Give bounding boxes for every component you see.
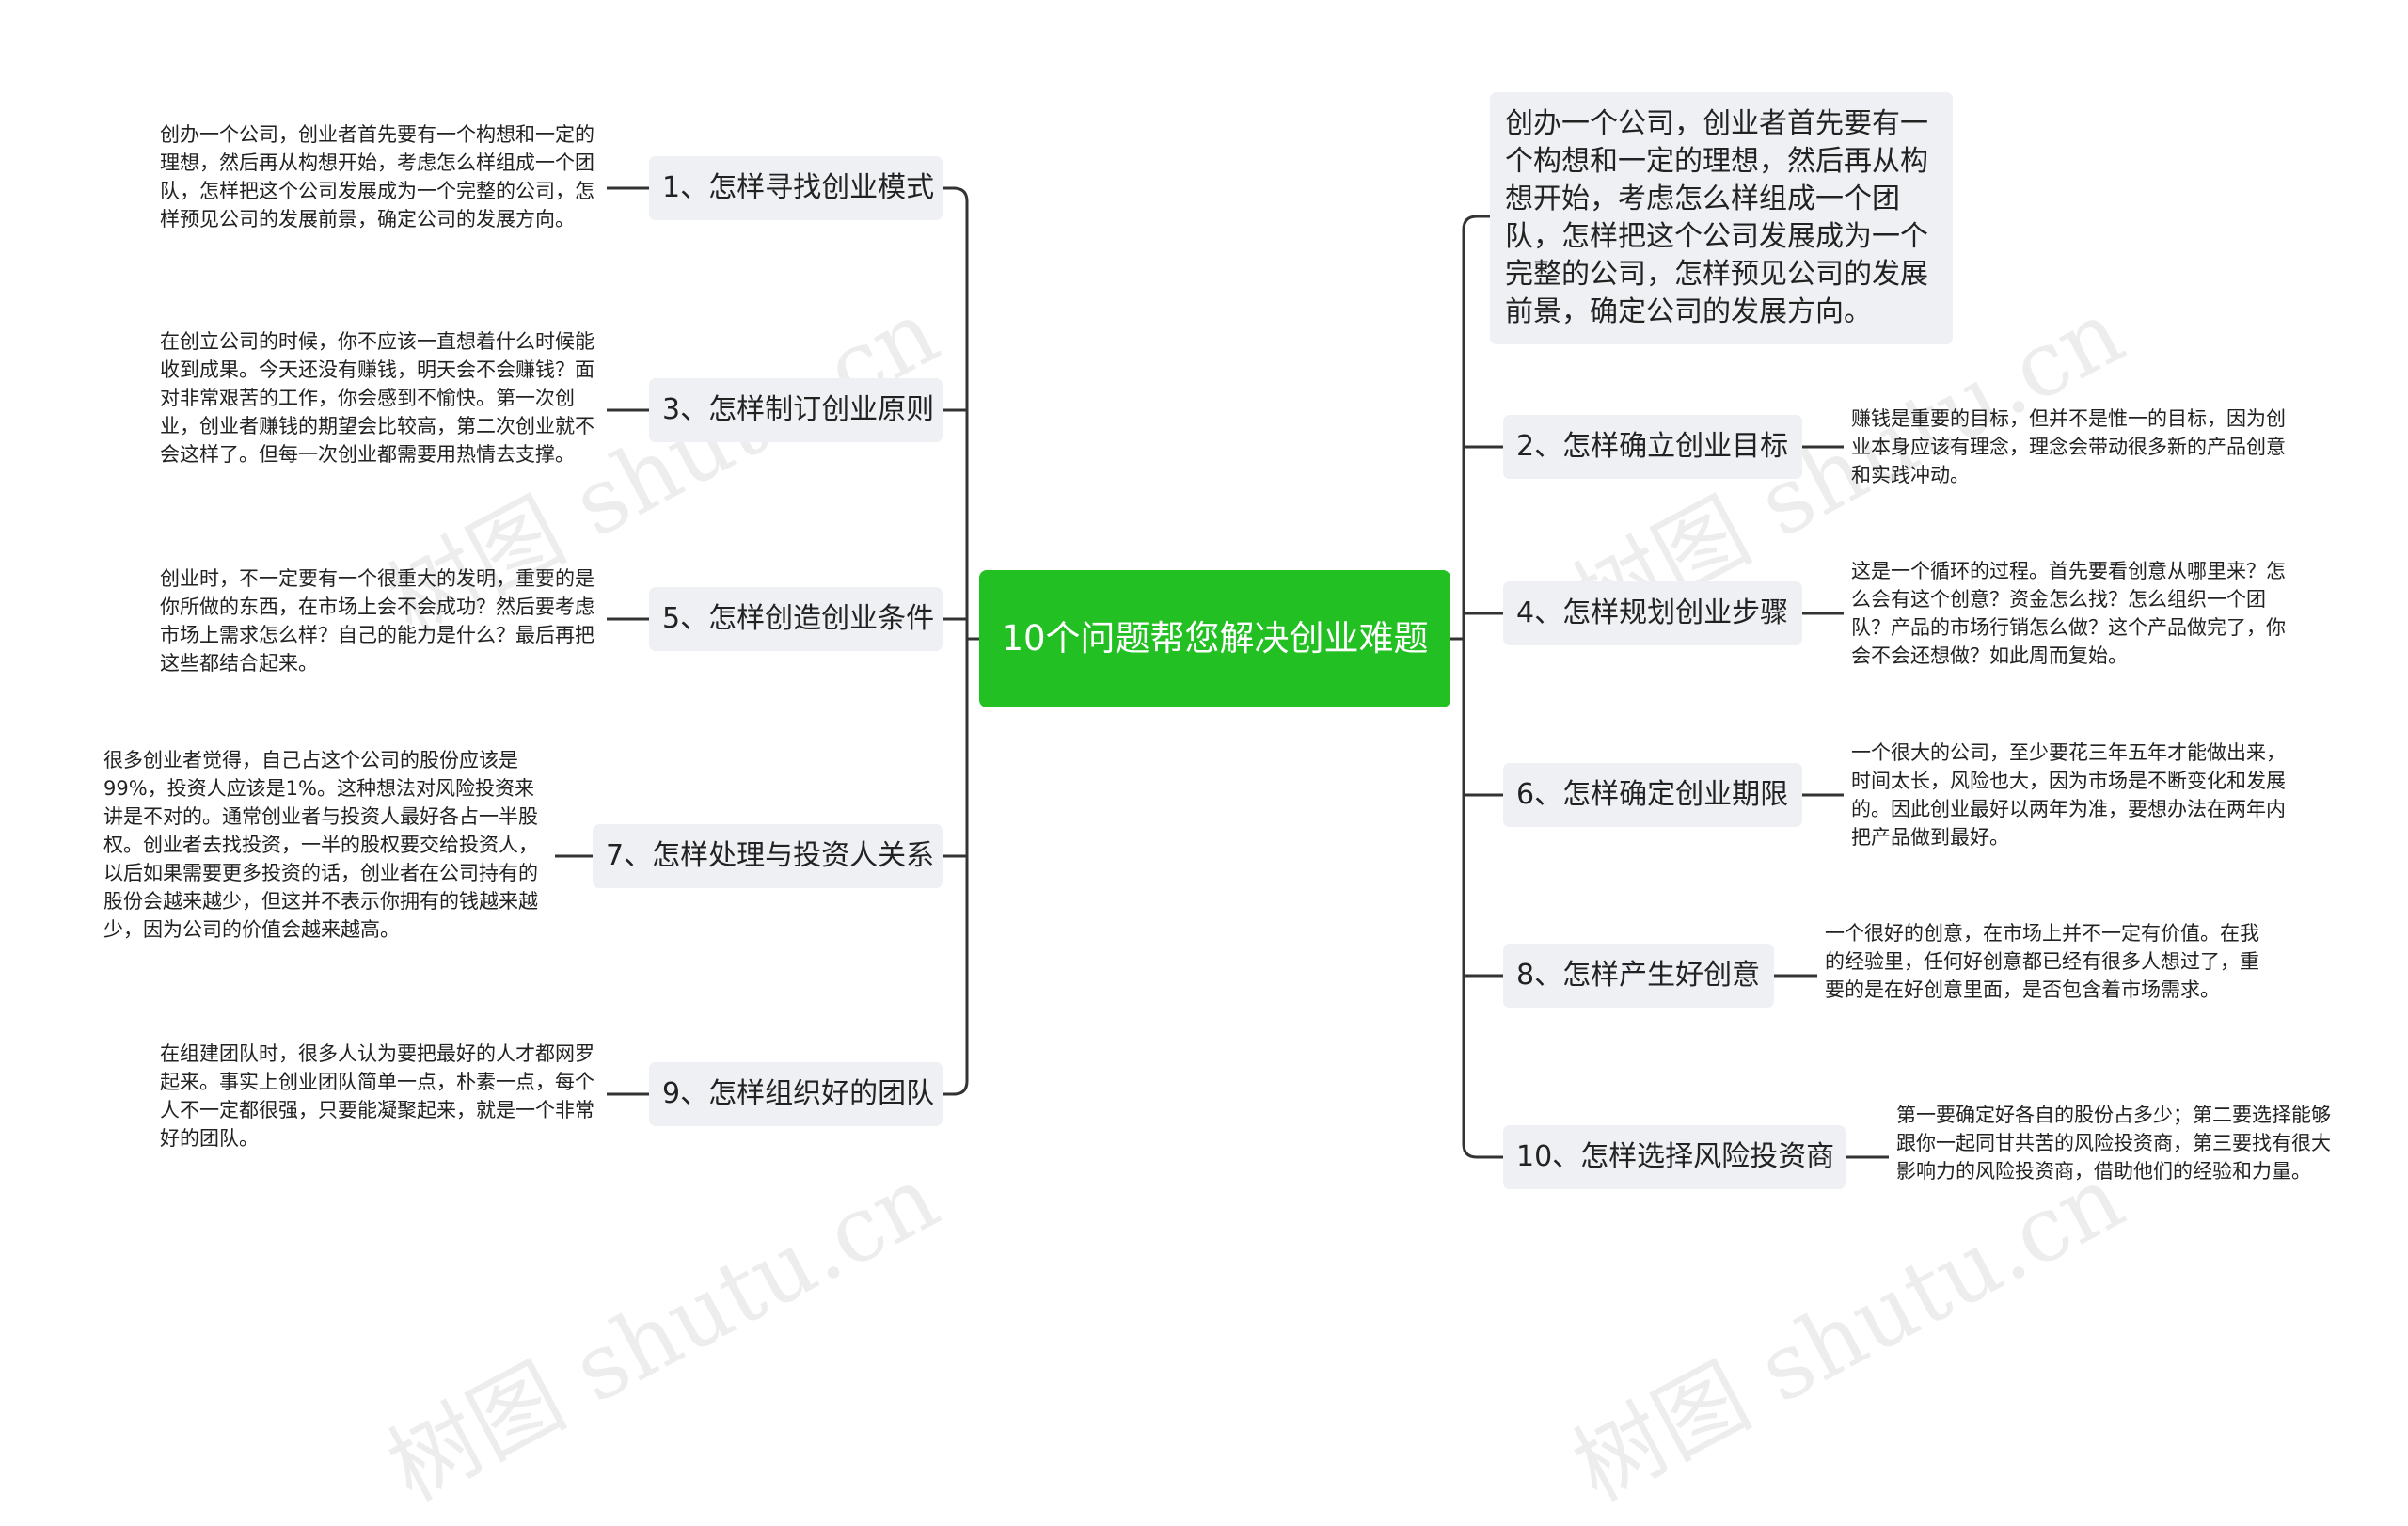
topic-good-team[interactable]: 9、怎样组织好的团队 [649, 1062, 943, 1126]
mind-map-canvas: 树图 shutu.cn 树图 shutu.cn 树图 shutu.cn 树图 s… [103, 92, 2331, 1521]
root-topic[interactable]: 10个问题帮您解决创业难题 [979, 570, 1450, 707]
topic-timeframe[interactable]: 6、怎样确定创业期限 [1503, 763, 1802, 827]
topic-vc-selection[interactable]: 10、怎样选择风险投资商 [1503, 1125, 1846, 1189]
topic-find-model[interactable]: 1、怎样寻找创业模式 [649, 156, 943, 220]
note-principles: 在创立公司的时候，你不应该一直想着什么时候能收到成果。今天还没有赚钱，明天会不会… [160, 330, 594, 466]
right-branch-line [1462, 215, 1490, 230]
topic-investor-relations[interactable]: 7、怎样处理与投资人关系 [593, 824, 943, 888]
topic-conditions[interactable]: 5、怎样创造创业条件 [649, 587, 943, 651]
topic-steps[interactable]: 4、怎样规划创业步骤 [1503, 581, 1802, 645]
note-find-model: 创办一个公司，创业者首先要有一个构想和一定的理想，然后再从构想开始，考虑怎么样组… [160, 123, 594, 230]
note-steps: 这是一个循环的过程。首先要看创意从哪里来？怎么会有这个创意？资金怎么找？怎么组织… [1851, 560, 2286, 667]
topic-ideas[interactable]: 8、怎样产生好创意 [1503, 944, 1774, 1008]
note-good-team: 在组建团队时，很多人认为要把最好的人才都网罗起来。事实上创业团队简单一点，朴素一… [160, 1042, 594, 1150]
note-vc-selection: 第一要确定好各自的股份占多少；第二要选择能够跟你一起同甘共苦的风险投资商，第三要… [1896, 1104, 2331, 1183]
left-branch-line [943, 186, 969, 202]
root-title: 10个问题帮您解决创业难题 [1001, 618, 1429, 659]
right-branch-line [1462, 1143, 1503, 1159]
topic-principles[interactable]: 3、怎样制订创业原则 [649, 378, 943, 442]
note-investor-relations: 很多创业者觉得，自己占这个公司的股份应该是99%，投资人应该是1%。这种想法对风… [103, 749, 538, 941]
connector-lines [555, 186, 1889, 1159]
left-branch-line [943, 1080, 969, 1096]
note-ideas: 一个很好的创意，在市场上并不一定有价值。在我的经验里，任何好创意都已经有很多人想… [1825, 922, 2259, 1001]
note-conditions: 创业时，不一定要有一个很重大的发明，重要的是你所做的东西，在市场上会不会成功？然… [160, 567, 594, 675]
note-timeframe: 一个很大的公司，至少要花三年五年才能做出来，时间太长，风险也大，因为市场是不断变… [1851, 741, 2286, 849]
note-goals: 赚钱是重要的目标，但并不是惟一的目标，因为创业本身应该有理念，理念会带动很多新的… [1851, 407, 2286, 486]
summary-note[interactable]: 创办一个公司，创业者首先要有一个构想和一定的理想，然后再从构想开始，考虑怎么样组… [1490, 92, 1953, 344]
topic-goals[interactable]: 2、怎样确立创业目标 [1503, 415, 1802, 479]
